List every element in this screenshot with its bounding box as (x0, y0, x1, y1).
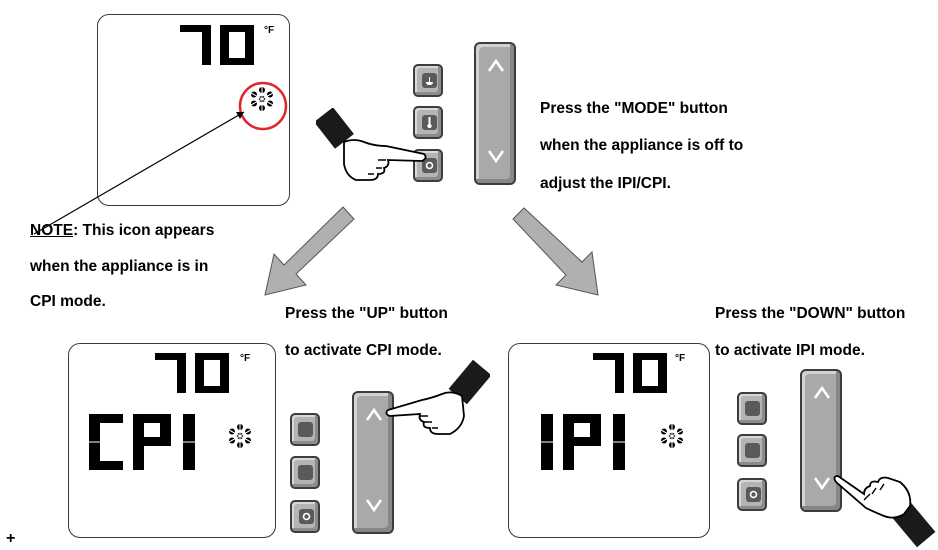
temperature-digits-ipi (593, 353, 667, 393)
temperature-button[interactable] (290, 456, 320, 489)
flame-button[interactable] (737, 392, 767, 425)
up-chevron-icon[interactable] (364, 407, 384, 423)
up-chevron-icon[interactable] (486, 58, 506, 74)
mode-step-line-3: adjust the IPI/CPI. (540, 175, 671, 192)
down-chevron-icon[interactable] (486, 148, 506, 164)
note-label: NOTE (30, 222, 74, 239)
temperature-unit: °F (264, 25, 275, 36)
down-step-line-2: to activate IPI mode. (715, 342, 865, 359)
note-rest: : This icon appears (73, 222, 215, 239)
temperature-unit-cpi: °F (240, 353, 251, 364)
arrow-left (264, 206, 355, 296)
up-down-rocker[interactable] (474, 42, 516, 185)
flame-button[interactable] (413, 64, 443, 97)
mode-digits-ipi (541, 414, 625, 470)
temperature-button[interactable] (737, 434, 767, 467)
arrow-right (512, 207, 599, 296)
pointing-hand-icon-top (316, 108, 427, 181)
down-step-line-1: Press the "DOWN" button (715, 305, 906, 322)
footer-plus-mark: + (6, 530, 16, 547)
up-down-rocker[interactable] (800, 369, 842, 512)
highlight-circle (238, 81, 288, 131)
up-step-line-2: to activate CPI mode. (285, 342, 442, 359)
flame-button[interactable] (290, 413, 320, 446)
note-line-1: NOTE: This icon appears (30, 222, 214, 240)
display-panel-cpi: °F (68, 343, 276, 538)
mode-circle-icon (746, 487, 761, 502)
pointing-hand-icon-cpi (385, 360, 490, 435)
down-chevron-icon[interactable] (364, 497, 384, 513)
mode-circle-icon (422, 158, 437, 173)
snowflake-icon (250, 87, 274, 111)
temperature-button[interactable] (413, 106, 443, 139)
snowflake-icon (228, 424, 252, 448)
temperature-digits (180, 25, 254, 65)
temperature-unit-ipi: °F (675, 353, 686, 364)
mode-step-line-1: Press the "MODE" button (540, 100, 728, 117)
note-line-3: CPI mode. (30, 293, 106, 310)
pointing-hand-icon-ipi (833, 475, 936, 548)
mode-circle-icon (299, 509, 314, 524)
note-line-2: when the appliance is in (30, 258, 209, 275)
thermometer-icon (422, 115, 437, 130)
temperature-digits-cpi (155, 353, 229, 393)
up-step-line-1: Press the "UP" button (285, 305, 448, 322)
mode-step-line-2: when the appliance is off to (540, 137, 744, 154)
snowflake-icon (660, 424, 684, 448)
mode-digits-cpi (89, 414, 195, 470)
mode-button[interactable] (290, 500, 320, 533)
display-panel-top: °F (97, 14, 290, 206)
mode-button[interactable] (737, 478, 767, 511)
flame-icon (422, 73, 437, 88)
down-chevron-icon[interactable] (812, 475, 832, 491)
up-chevron-icon[interactable] (812, 385, 832, 401)
display-panel-ipi: °F (508, 343, 710, 538)
